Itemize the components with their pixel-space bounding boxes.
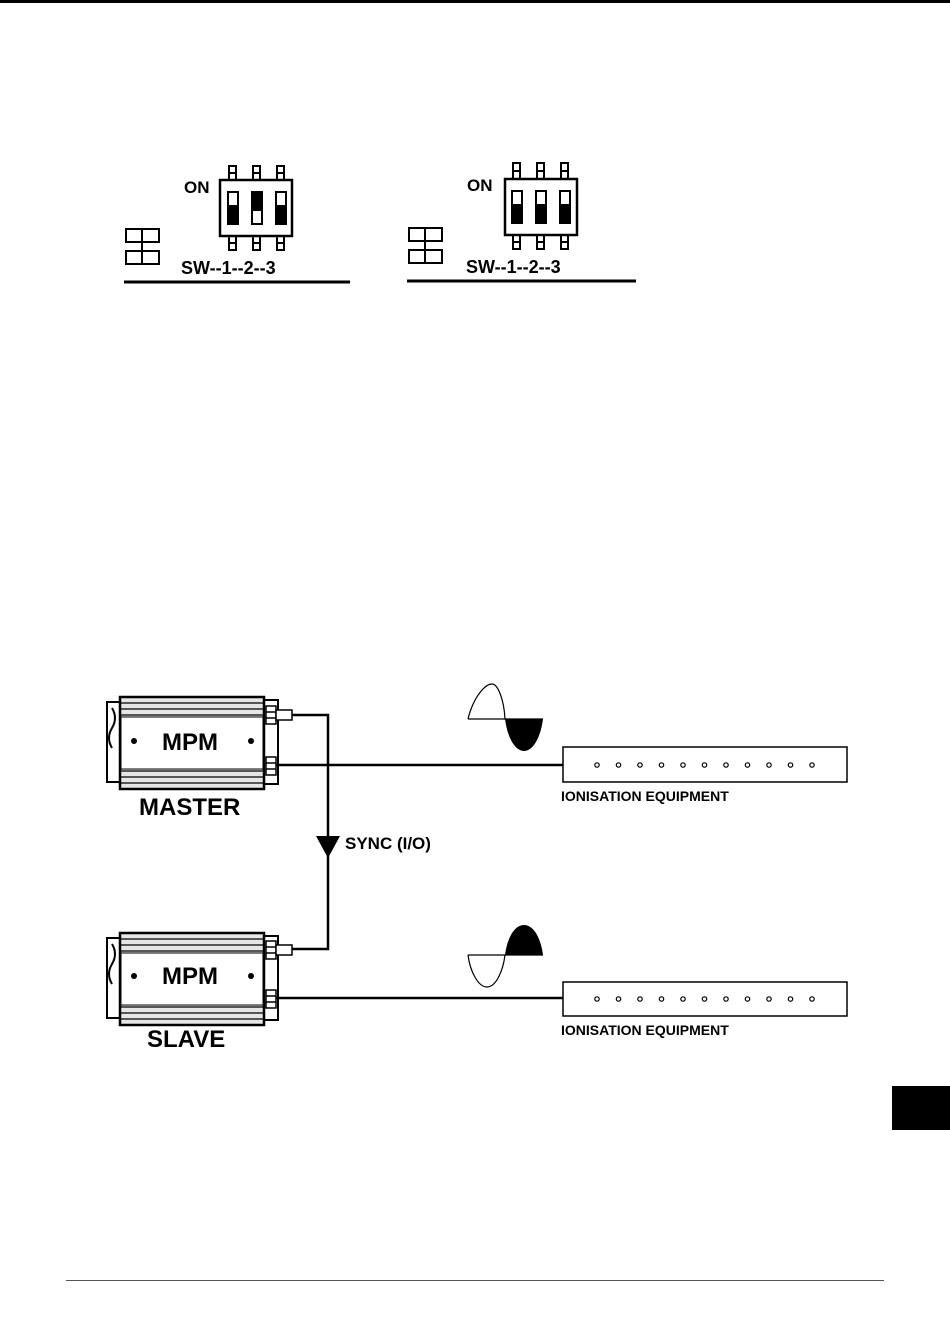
master-waveform-icon [468,684,543,751]
dip-switch-2-slots [512,191,570,223]
emitter-point [724,997,728,1001]
dip-1-on-label: ON [184,178,210,198]
emitter-point [767,763,771,767]
sync-arrow-icon [316,836,340,858]
dip-switch-1-slots [228,192,286,224]
slave-role-label: SLAVE [147,1026,225,1054]
emitter-point [616,997,620,1001]
relay-symbol-icon [409,228,442,263]
emitter-point [810,763,814,767]
emitter-point [659,997,663,1001]
footer-rule [66,1280,884,1281]
emitter-point [638,763,642,767]
emitter-point [702,997,706,1001]
slave-waveform-icon [468,925,543,987]
emitter-point [681,997,685,1001]
emitter-point [788,997,792,1001]
emitter-point [659,763,663,767]
emitter-point [702,763,706,767]
dip-2-on-label: ON [467,176,493,196]
emitter-point [745,997,749,1001]
emitter-point [724,763,728,767]
equipment-1-label: IONISATION EQUIPMENT [561,788,729,804]
emitter-point [595,997,599,1001]
emitter-point [745,763,749,767]
dip-2-switch-label: SW--1--2--3 [466,257,561,278]
emitter-point [767,997,771,1001]
dip-1-switch-label: SW--1--2--3 [181,258,276,279]
emitter-point [681,763,685,767]
emitter-point [788,763,792,767]
slave-device-label: MPM [162,963,218,991]
section-tab [892,1086,950,1130]
emitter-point [595,763,599,767]
emitter-point [616,763,620,767]
sync-cable [292,715,328,949]
equipment-2-label: IONISATION EQUIPMENT [561,1022,729,1038]
sync-label: SYNC (I/O) [345,834,431,854]
emitter-point [638,997,642,1001]
master-role-label: MASTER [139,794,240,822]
relay-symbol-icon [126,229,159,264]
master-device-label: MPM [162,729,218,757]
emitter-point [810,997,814,1001]
